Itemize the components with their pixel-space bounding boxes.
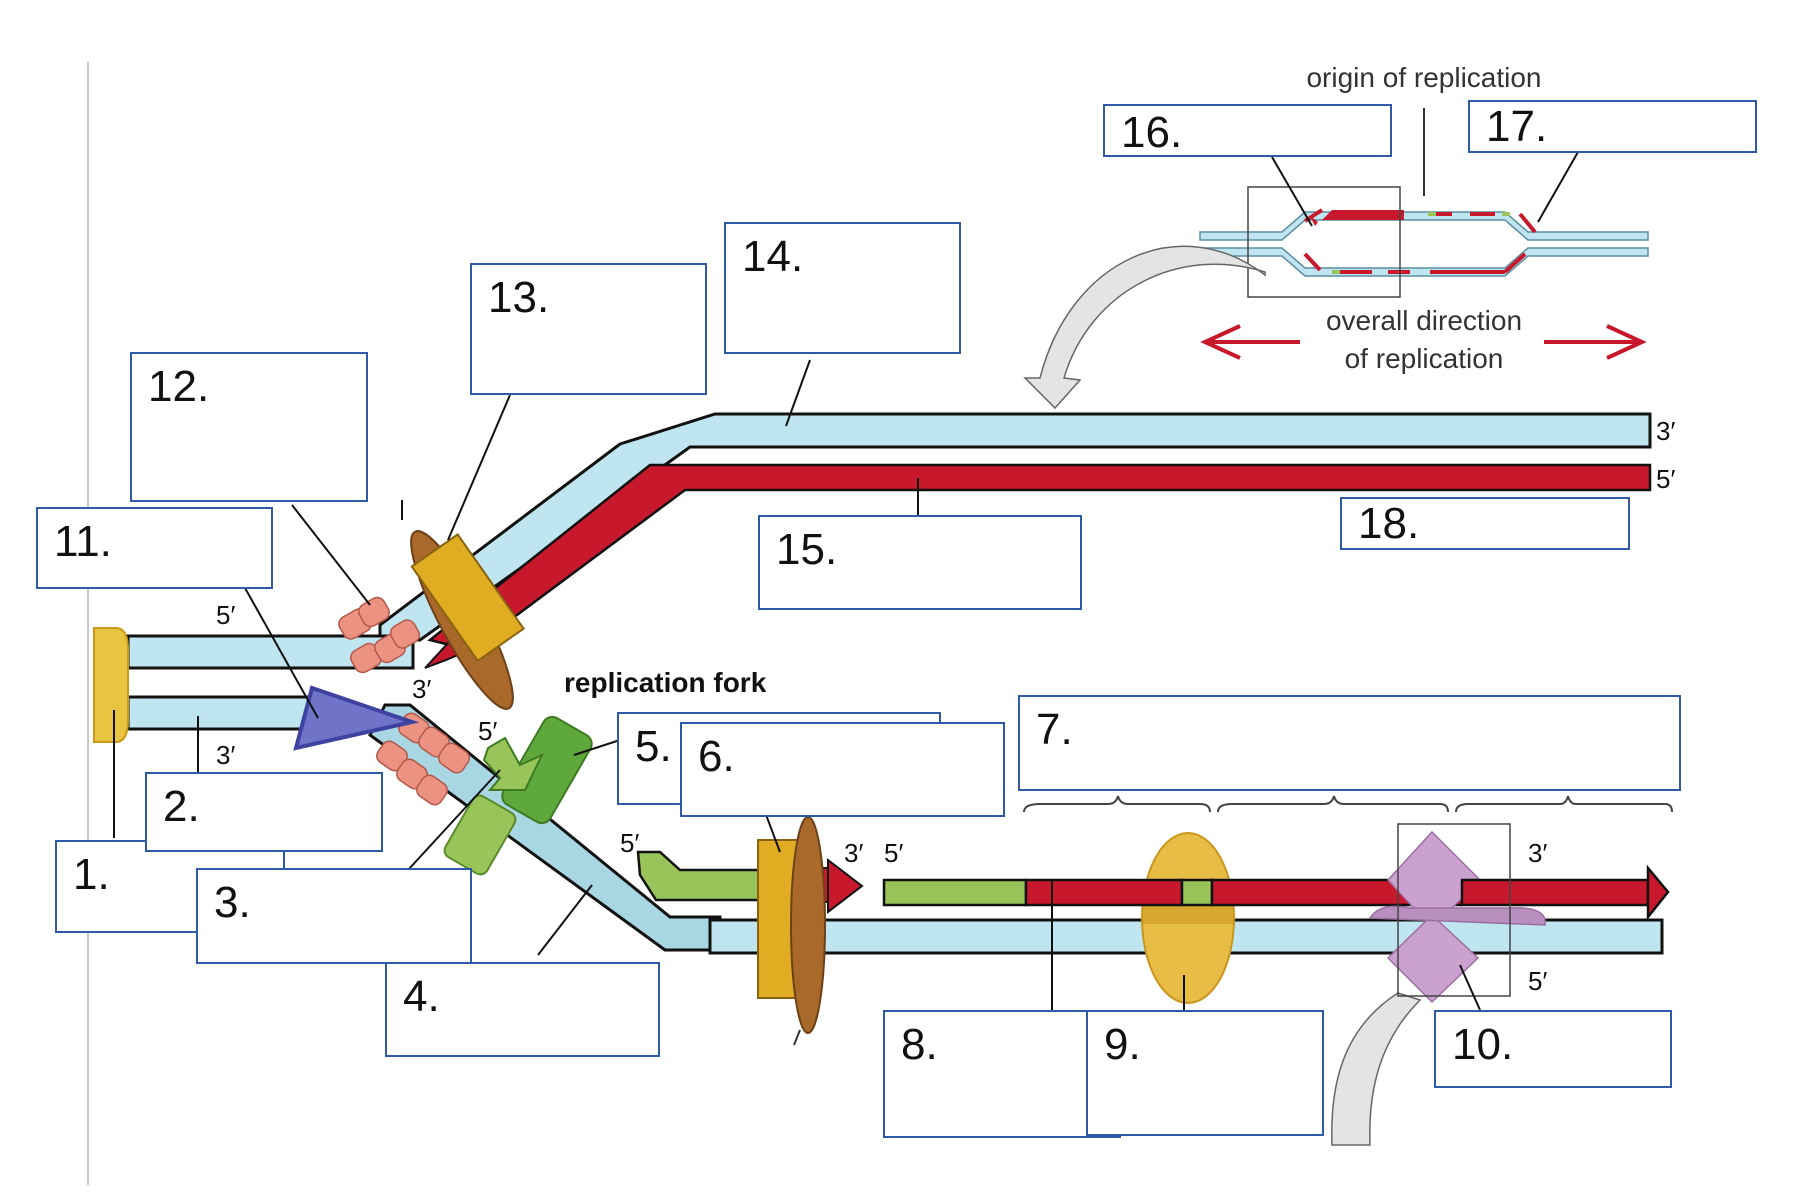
answer-box-number: 8.: [901, 1020, 938, 1069]
end-label-lagging-5: 5′: [884, 838, 903, 868]
replication-fork-label: replication fork: [564, 667, 767, 698]
okazaki-fragment-1: [1024, 878, 1184, 907]
leading-new-strand: [427, 463, 1652, 652]
answer-box-number: 10.: [1452, 1020, 1514, 1069]
answer-box-number: 7.: [1036, 705, 1073, 754]
topoisomerase: [93, 627, 129, 743]
rna-primer-okazaki: [882, 878, 1028, 907]
answer-box-number: 4.: [403, 972, 440, 1021]
answer-box-number: 18.: [1358, 499, 1420, 548]
bubble-zoom-box: [1247, 186, 1401, 298]
overall-direction-label-2: of replication: [1345, 343, 1504, 374]
answer-box-number: 3.: [214, 878, 251, 927]
end-label-left-top-3: 3′: [412, 674, 431, 704]
polymerase-iii-leading: [410, 533, 526, 663]
answer-box-2[interactable]: 2.: [145, 772, 383, 852]
primer-remnant: [1180, 878, 1214, 907]
answer-box-number: 9.: [1104, 1020, 1141, 1069]
answer-box-number: 1.: [73, 850, 110, 899]
answer-box-6[interactable]: 6.: [680, 722, 1005, 817]
answer-box-13[interactable]: 13.: [470, 263, 707, 395]
parental-strand-bottom: [126, 695, 320, 731]
answer-box-10[interactable]: 10.: [1434, 1010, 1672, 1088]
okazaki-arrowhead-right: [1646, 864, 1670, 921]
bottom-curved-arrow: [1331, 992, 1422, 1146]
primase: [443, 715, 593, 876]
end-label-left-top-5: 5′: [216, 600, 235, 630]
answer-box-17[interactable]: 17.: [1468, 100, 1757, 153]
answer-box-number: 13.: [488, 273, 550, 322]
okazaki-arrowhead: [827, 857, 864, 915]
replication-bubble-inset: [1199, 108, 1649, 298]
answer-box-number: 11.: [54, 517, 112, 566]
answer-box-15[interactable]: 15.: [758, 515, 1082, 610]
end-label-top-5: 5′: [1656, 464, 1675, 494]
answer-box-12[interactable]: 12.: [130, 352, 368, 502]
answer-box-number: 17.: [1486, 102, 1548, 151]
end-label-right-5: 5′: [1528, 966, 1547, 996]
sliding-clamp-lagging: [790, 816, 826, 1034]
leading-dna-polymerase: [410, 530, 526, 710]
answer-box-number: 15.: [776, 525, 838, 574]
answer-box-11[interactable]: 11.: [36, 507, 273, 589]
end-label-left-bottom-3: 3′: [216, 740, 235, 770]
leader-lines: [113, 151, 1579, 1011]
answer-box-9[interactable]: 9.: [1086, 1010, 1324, 1136]
answer-box-7[interactable]: 7.: [1018, 695, 1681, 791]
okazaki-fragment-3: [1460, 878, 1650, 907]
overall-direction-arrows: [1200, 324, 1647, 360]
answer-box-14[interactable]: 14.: [724, 222, 961, 354]
answer-box-number: 5.: [635, 722, 672, 771]
bubble-top-strand: [1199, 211, 1649, 241]
answer-box-18[interactable]: 18.: [1340, 497, 1630, 550]
end-label-right-3: 3′: [1528, 838, 1547, 868]
bubble-new-strand-top-left: [1322, 210, 1404, 220]
helicase: [293, 685, 420, 751]
bubble-bottom-strand: [1199, 247, 1649, 277]
answer-box-4[interactable]: 4.: [385, 962, 660, 1057]
answer-box-3[interactable]: 3.: [196, 868, 472, 964]
end-label-lagging-3: 3′: [844, 838, 863, 868]
overall-direction-label-1: overall direction: [1326, 305, 1522, 336]
answer-box-number: 2.: [163, 782, 200, 831]
origin-of-replication-label: origin of replication: [1306, 62, 1541, 93]
answer-box-number: 6.: [698, 732, 735, 781]
lagging-dna-polymerase: [757, 816, 826, 1046]
answer-box-number: 14.: [742, 232, 804, 281]
leading-template-strand: [378, 412, 1652, 642]
zoom-curved-arrow: [1023, 245, 1266, 410]
answer-box-8[interactable]: 8.: [883, 1010, 1121, 1138]
dna-polymerase-i: [1368, 830, 1546, 1004]
answer-box-number: 16.: [1121, 108, 1183, 157]
answer-box-16[interactable]: 16.: [1103, 104, 1392, 157]
okazaki-braces: [1023, 795, 1673, 813]
ssb-proteins-bottom: [376, 712, 470, 806]
pol-i-zoom-box: [1397, 823, 1511, 997]
end-label-primer-5: 5′: [620, 828, 639, 858]
end-label-fork-5: 5′: [478, 716, 497, 746]
ssb-proteins-top: [338, 596, 421, 674]
answer-box-number: 12.: [148, 362, 210, 411]
dna-ligase: [1141, 832, 1235, 1004]
end-label-top-3: 3′: [1656, 416, 1675, 446]
